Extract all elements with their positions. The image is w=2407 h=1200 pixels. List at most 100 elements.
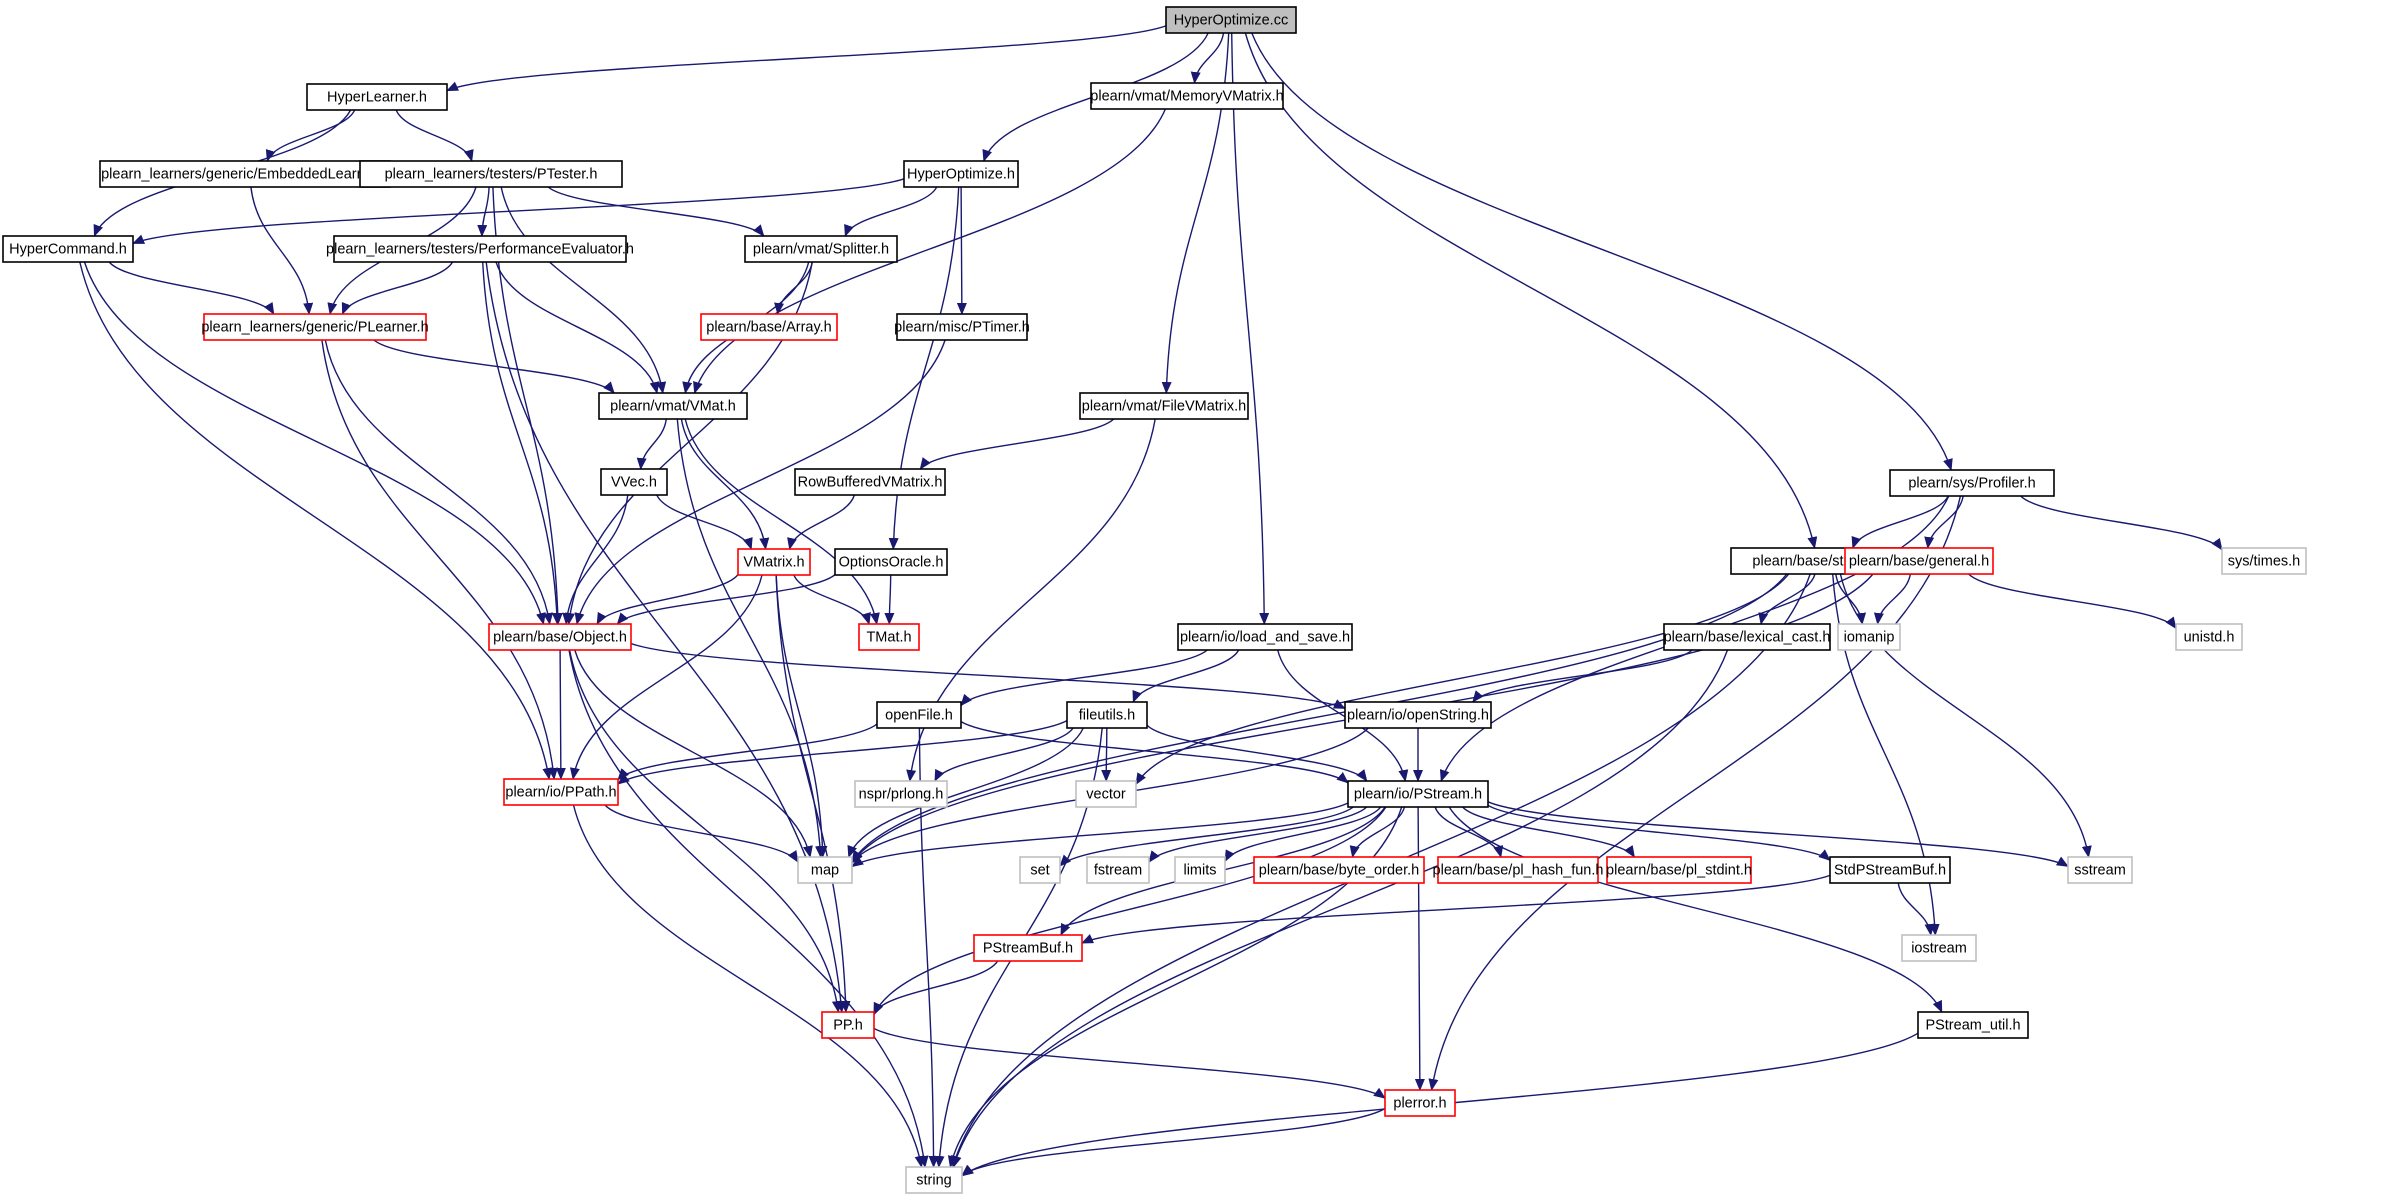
edge-fileutils-h-to-map	[847, 727, 1084, 858]
node-string[interactable]: string	[905, 1166, 963, 1194]
node-box	[1079, 392, 1249, 420]
node-box	[306, 83, 448, 111]
edge-plearn-io-pstream-h-to-fstream	[1148, 806, 1368, 863]
node-box	[503, 778, 619, 806]
node-sstream[interactable]: sstream	[2067, 856, 2133, 884]
node-box	[1663, 623, 1831, 651]
node-label: plerror.h	[1393, 1096, 1446, 1112]
node-openfile-h[interactable]: openFile.h	[876, 701, 962, 729]
node-plearn-vmat-memoryvmatrix-h[interactable]: plearn/vmat/MemoryVMatrix.h	[1090, 82, 1284, 110]
node-label: iostream	[1911, 941, 1967, 957]
edge-plerror-h-to-string	[961, 1107, 1386, 1177]
node-label: iomanip	[1844, 630, 1895, 646]
node-vmatrix-h[interactable]: VMatrix.h	[737, 548, 811, 576]
node-map[interactable]: map	[797, 856, 853, 884]
node-plearn-base-array-h[interactable]: plearn/base/Array.h	[700, 313, 838, 341]
node-plearn-misc-ptimer-h[interactable]: plearn/misc/PTimer.h	[894, 313, 1030, 341]
node-label: set	[1030, 863, 1049, 879]
node-box	[2067, 856, 2133, 884]
node-label: HyperCommand.h	[9, 242, 127, 258]
node-optionsoracle-h[interactable]: OptionsOracle.h	[834, 548, 948, 576]
node-plearn-io-load-and-save-h[interactable]: plearn/io/load_and_save.h	[1177, 623, 1353, 651]
node-plearn-base-pl-stdint-h[interactable]: plearn/base/pl_stdint.h	[1606, 856, 1752, 884]
edge-plearn-vmat-vmat-h-to-vvec-h	[636, 418, 667, 470]
edge-plearn-io-pstream-h-to-plearn-base-pl-stdint-h	[1462, 806, 1635, 858]
edge-plearn-vmat-memoryvmatrix-h-to-plearn-vmat-vmat-h	[693, 108, 1167, 394]
edge-plearn-learners-testers-ptester-h-to-plearn-vmat-vmat-h	[500, 186, 667, 394]
node-sys-times-h[interactable]: sys/times.h	[2221, 547, 2307, 575]
edge-plearn-learners-generic-embeddedlearner-h-to-plearn-learners-generic-plearner-h	[250, 186, 314, 315]
node-limits[interactable]: limits	[1174, 856, 1226, 884]
node-box	[1174, 856, 1226, 884]
node-plerror-h[interactable]: plerror.h	[1384, 1089, 1456, 1117]
node-plearn-learners-generic-embeddedlearner-h[interactable]: plearn_learners/generic/EmbeddedLearner.…	[99, 160, 391, 188]
edge-hyperoptimize-cc-to-plearn-sys-profiler-h	[1251, 32, 1953, 471]
node-box	[600, 468, 668, 496]
edge-plearn-sys-profiler-h-to-plerror-h	[1428, 495, 1962, 1091]
node-box	[1384, 1089, 1456, 1117]
node-plearn-base-pl-hash-fun-h[interactable]: plearn/base/pl_hash_fun.h	[1433, 856, 1604, 884]
edge-plearn-io-pstream-h-to-pstream-util-h	[1448, 806, 1943, 1013]
node-unistd-h[interactable]: unistd.h	[2175, 623, 2243, 651]
edge-plearn-io-pstream-h-to-pp-h	[873, 806, 1387, 1016]
node-box	[333, 235, 627, 263]
node-pstreambuf-h[interactable]: PStreamBuf.h	[973, 934, 1083, 962]
node-box	[1606, 856, 1752, 884]
node-plearn-base-lexical-cast-h[interactable]: plearn/base/lexical_cast.h	[1663, 623, 1831, 651]
node-plearn-vmat-filevmatrix-h[interactable]: plearn/vmat/FileVMatrix.h	[1079, 392, 1249, 420]
node-plearn-base-general-h[interactable]: plearn/base/general.h	[1844, 547, 1994, 575]
node-plearn-vmat-vmat-h[interactable]: plearn/vmat/VMat.h	[598, 392, 748, 420]
node-label: plearn/base/pl_hash_fun.h	[1433, 863, 1604, 879]
node-plearn-learners-testers-ptester-h[interactable]: plearn_learners/testers/PTester.h	[359, 160, 623, 188]
edge-plearn-io-pstream-h-to-limits	[1224, 806, 1382, 863]
node-fstream[interactable]: fstream	[1086, 856, 1150, 884]
node-fileutils-h[interactable]: fileutils.h	[1066, 701, 1148, 729]
edge-plearn-sys-profiler-h-to-plearn-base-stringutils-h	[1851, 495, 1949, 549]
node-plearn-sys-profiler-h[interactable]: plearn/sys/Profiler.h	[1889, 469, 2055, 497]
node-box	[744, 235, 898, 263]
node-hypercommand-h[interactable]: HyperCommand.h	[2, 235, 134, 263]
edge-stdpstreambuf-h-to-iostream	[1897, 882, 1935, 936]
edge-hypercommand-h-to-plearn-base-object-h	[83, 261, 546, 625]
node-hyperoptimize-h[interactable]: HyperOptimize.h	[903, 160, 1019, 188]
node-nspr-prlong-h[interactable]: nspr/prlong.h	[854, 780, 948, 808]
node-box	[1437, 856, 1599, 884]
node-box	[973, 934, 1083, 962]
node-iostream[interactable]: iostream	[1901, 934, 1977, 962]
node-label: PP.h	[833, 1018, 863, 1034]
edge-plearn-io-pstream-h-to-plearn-base-byte-order-h	[1349, 806, 1406, 858]
node-box	[2221, 547, 2307, 575]
node-label: fstream	[1094, 863, 1142, 879]
node-hyperlearner-h[interactable]: HyperLearner.h	[306, 83, 448, 111]
node-plearn-vmat-splitter-h[interactable]: plearn/vmat/Splitter.h	[744, 235, 898, 263]
node-plearn-io-openstring-h[interactable]: plearn/io/openString.h	[1344, 701, 1492, 729]
edge-plearn-io-pstream-h-to-map	[851, 802, 1349, 868]
edge-plearn-vmat-vmat-h-to-map	[676, 418, 826, 858]
node-label: plearn_learners/testers/PerformanceEvalu…	[326, 242, 634, 258]
node-label: nspr/prlong.h	[859, 787, 944, 803]
edge-plearn-vmat-vmat-h-to-tmat-h	[684, 418, 880, 625]
node-plearn-base-byte-order-h[interactable]: plearn/base/byte_order.h	[1253, 856, 1425, 884]
node-iomanip[interactable]: iomanip	[1837, 623, 1901, 651]
edge-plearn-base-general-h-to-unistd-h	[1968, 573, 2177, 630]
node-tmat-h[interactable]: TMat.h	[858, 623, 920, 651]
node-plearn-io-pstream-h[interactable]: plearn/io/PStream.h	[1347, 780, 1489, 808]
node-vvec-h[interactable]: VVec.h	[600, 468, 668, 496]
node-pp-h[interactable]: PP.h	[821, 1011, 875, 1039]
node-plearn-learners-generic-plearner-h[interactable]: plearn_learners/generic/PLearner.h	[201, 313, 429, 341]
edge-hyperoptimize-h-to-hypercommand-h	[132, 178, 905, 245]
node-set[interactable]: set	[1019, 856, 1061, 884]
node-stdpstreambuf-h[interactable]: StdPStreamBuf.h	[1829, 856, 1951, 884]
node-pstream-util-h[interactable]: PStream_util.h	[1917, 1011, 2029, 1039]
node-rowbufferedvmatrix-h[interactable]: RowBufferedVMatrix.h	[794, 468, 946, 496]
node-box	[1019, 856, 1061, 884]
node-label: plearn/sys/Profiler.h	[1908, 476, 2035, 492]
node-plearn-base-object-h[interactable]: plearn/base/Object.h	[488, 623, 632, 651]
node-box	[359, 160, 623, 188]
node-box	[797, 856, 853, 884]
node-vector[interactable]: vector	[1075, 780, 1137, 808]
node-plearn-learners-testers-performanceevaluator-h[interactable]: plearn_learners/testers/PerformanceEvalu…	[326, 235, 634, 263]
node-hyperoptimize-cc[interactable]: HyperOptimize.cc	[1165, 6, 1297, 34]
node-plearn-io-ppath-h[interactable]: plearn/io/PPath.h	[503, 778, 619, 806]
edge-plearn-sys-profiler-h-to-sys-times-h	[2020, 495, 2223, 551]
